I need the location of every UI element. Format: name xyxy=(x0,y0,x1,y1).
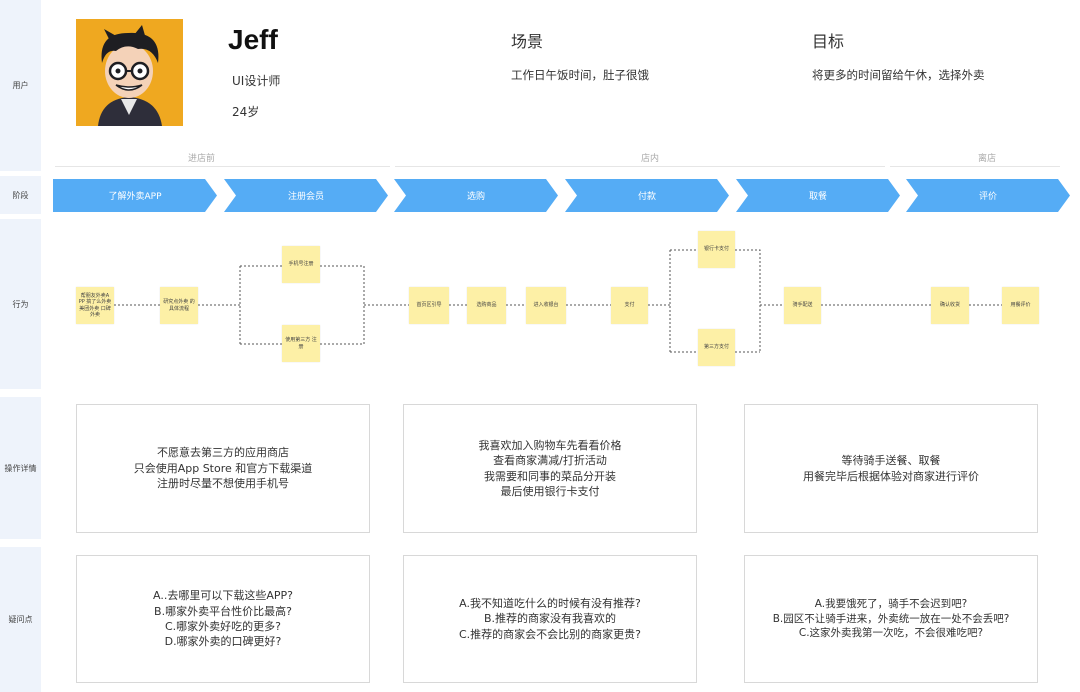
detail-line: 我喜欢加入购物车先看看价格 xyxy=(478,438,622,452)
segment-before: 进店前 xyxy=(188,154,216,164)
behavior-research: 研究点外卖 的具体流程 xyxy=(160,287,198,324)
question-line: B.园区不让骑手进来，外卖统一放在一处不会丢吧? xyxy=(772,612,1010,625)
detail-card-2: 我喜欢加入购物车先看看价格 查看商家满减/打折活动 我需要和同事的菜品分开装 最… xyxy=(403,404,697,533)
scene-title: 场景 xyxy=(511,32,544,51)
detail-line: 用餐完毕后根据体验对商家进行评价 xyxy=(803,469,979,483)
question-card-2: A.我不知道吃什么的时候有没有推荐? B.推荐的商家没有我喜欢的 C.推荐的商家… xyxy=(403,555,697,683)
behavior-thirdparty-register: 使用第三方 注册 xyxy=(282,325,320,362)
detail-line: 我需要和同事的菜品分开装 xyxy=(484,469,616,483)
question-card-3: A.我要饿死了，骑手不会迟到吧? B.园区不让骑手进来，外卖统一放在一处不会丢吧… xyxy=(744,555,1038,683)
question-line: C.推荐的商家会不会比别的商家更贵? xyxy=(458,627,641,641)
goal-title: 目标 xyxy=(812,32,845,51)
behavior-learn: 帮朋友外卖A PP 搞了么外卖 美团外卖 口碑外卖 xyxy=(76,287,114,324)
segment-divider xyxy=(395,166,885,167)
detail-line: 不愿意去第三方的应用商店 xyxy=(157,446,289,460)
stage-pickup: 取餐 xyxy=(736,179,900,212)
segment-divider xyxy=(55,166,390,167)
behavior-review: 用餐评价 xyxy=(1002,287,1039,324)
question-line: C.这家外卖我第一次吃，不会很难吃吧? xyxy=(798,627,984,640)
question-line: A.我要饿死了，骑手不会迟到吧? xyxy=(814,597,968,610)
behavior-checkout: 进入收银台 xyxy=(526,287,566,324)
persona-age: 24岁 xyxy=(232,105,260,119)
behavior-confirm: 确认收货 xyxy=(931,287,969,324)
stage-register: 注册会员 xyxy=(224,179,388,212)
scene-text: 工作日午饭时间，肚子很饿 xyxy=(511,68,649,82)
detail-line: 注册时尽量不想使用手机号 xyxy=(157,477,289,491)
behavior-connectors xyxy=(114,249,1002,353)
behavior-phone-register: 手机号注册 xyxy=(282,246,320,283)
persona-name: Jeff xyxy=(228,24,278,55)
question-line: C.哪家外卖好吃的更多? xyxy=(164,620,281,633)
question-line: A.我不知道吃什么的时候有没有推荐? xyxy=(459,596,641,610)
segment-in-store: 店内 xyxy=(641,154,660,164)
avatar-illustration xyxy=(76,19,183,126)
stage-pay: 付款 xyxy=(565,179,729,212)
detail-line: 只会使用App Store 和官方下载渠道 xyxy=(133,461,313,475)
avatar xyxy=(76,19,183,126)
question-line: D.哪家外卖的口碑更好? xyxy=(164,635,282,649)
lane-label-stage: 阶段 xyxy=(0,176,41,214)
stage-shop: 选购 xyxy=(394,179,558,212)
behavior-homepage: 首页区引导 xyxy=(409,287,449,324)
question-card-1: A..去哪里可以下载这些APP? B.哪家外卖平台性价比最高? C.哪家外卖好吃… xyxy=(76,555,370,683)
detail-card-3: 等待骑手送餐、取餐 用餐完毕后根据体验对商家进行评价 xyxy=(744,404,1038,533)
stage-learn-app: 了解外卖APP xyxy=(53,179,217,212)
behavior-rider: 骑手配送 xyxy=(784,287,821,324)
detail-card-1: 不愿意去第三方的应用商店 只会使用App Store 和官方下载渠道 注册时尽量… xyxy=(76,404,370,533)
behavior-third-pay: 第三方支付 xyxy=(698,329,735,366)
behavior-pay: 支付 xyxy=(611,287,648,324)
segment-divider xyxy=(890,166,1060,167)
detail-line: 最后使用银行卡支付 xyxy=(500,484,600,498)
detail-line: 查看商家满减/打折活动 xyxy=(493,454,607,468)
lane-label-detail: 操作详情 xyxy=(0,397,41,539)
lane-label-user: 用户 xyxy=(0,0,41,171)
question-line: B.推荐的商家没有我喜欢的 xyxy=(483,612,617,626)
persona-role: UI设计师 xyxy=(232,74,281,88)
behavior-pick-items: 选购商品 xyxy=(467,287,506,324)
lane-label-behavior: 行为 xyxy=(0,219,41,389)
lane-label-question: 疑问点 xyxy=(0,547,41,692)
stage-review: 评价 xyxy=(906,179,1070,212)
behavior-bankcard: 银行卡支付 xyxy=(698,231,735,268)
question-line: A..去哪里可以下载这些APP? xyxy=(153,589,293,603)
segment-after: 离店 xyxy=(978,154,997,164)
goal-text: 将更多的时间留给午休，选择外卖 xyxy=(812,68,985,82)
question-line: B.哪家外卖平台性价比最高? xyxy=(154,604,292,618)
detail-line: 等待骑手送餐、取餐 xyxy=(841,454,941,468)
